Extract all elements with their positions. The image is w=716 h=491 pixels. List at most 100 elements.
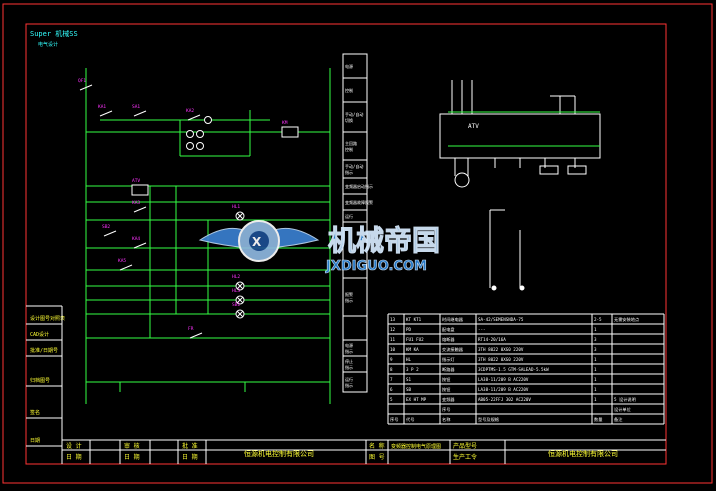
parts-table-cell: 无需安装地点 [614,316,639,323]
parts-table-cell: SA-42/SEMENSNDA-75 [478,317,524,322]
parts-table-cell: 5 [390,397,393,402]
contact-symbol [133,110,147,117]
tb-designer-label: 设 计 [66,442,82,450]
component-label: HL3 [232,288,240,294]
parts-table-cell: 12 [390,327,396,332]
inner-frame [25,23,667,465]
panel-function-label: 指示 [345,348,353,354]
parts-table-cell: 按钮 [442,376,450,383]
panel-function-label: 电源 [345,63,353,69]
panel-function-label: 运行 [345,376,353,382]
tb-approver-label: 批 准 [182,442,198,450]
parts-table-cell: 熔断器 [442,336,455,343]
parts-table-cell: 序号 [442,406,450,413]
contact-symbol [133,242,147,249]
parts-table-cell: 8 [390,367,393,372]
panel-function-label: 指示 [345,364,353,370]
parts-table-cell: 3 [594,347,597,352]
component-label: KA3 [132,200,140,206]
parts-table-cell: 1 [594,397,597,402]
tb-company-right: 恒源机电控制有限公司 [548,449,618,458]
parts-table-cell: FU1 FU2 [406,337,424,342]
panel-function-label: 运行 [345,213,353,219]
parts-table-cell: 3TH 8022 0XG0 220V [478,347,524,352]
parts-table-cell: AB05-22FFJ 302 AC220V [478,397,531,402]
title-block: 设 计 审 核 批 准 日 期 日 期 日 期 恒源机电控制有限公司 名 称 变… [61,439,666,464]
parts-table-cell: 数量 [594,416,602,423]
parts-table-cell: 7 [390,377,393,382]
parts-table-cell: 3 [594,337,597,342]
contact-symbol [133,206,147,213]
component-label: HL1 [232,204,240,210]
atv-label: ATV [468,123,479,130]
parts-table-cell: 时间继电器 [442,316,464,323]
component-label: SB1 [232,302,240,308]
left-strip-label: 批准/日期号 [30,347,58,354]
panel-function-label: 手动/自动 [345,163,363,169]
component-label: KA5 [118,258,126,264]
control-function-column: 电源控制手动/自动切换主回路控制手动/自动指示变频器启动指示变频器故障报警运行报… [342,53,373,393]
left-strip-label: 日期 [30,438,40,444]
component-label: FR [188,326,194,332]
panel-function-label: 主回路 [345,140,357,146]
parts-table-cell: KT KT1 [406,317,422,322]
tb-date-label-2: 日 期 [124,453,140,461]
parts-table-cell: 11 [390,337,396,342]
tb-production-label: 生产工令 [453,453,477,461]
parts-table-cell: S1 [406,377,412,382]
panel-function-label: 指示 [345,297,353,303]
component-label: SA1 [132,104,140,110]
parts-table-cell: 10 [390,347,396,352]
panel-function-label: 手动/自动 [345,111,363,117]
panel-function-label: 变频器故障报警 [345,199,373,205]
parts-table-cell: 型号及规格 [478,416,500,423]
parts-table-cell: 设计单位 [614,406,631,413]
panel-function-label: 切换 [345,117,353,123]
parts-table-cell: 1 [594,377,597,382]
left-strip-label: 归档图号 [30,377,50,384]
contact-symbol [187,114,201,121]
panel-function-label: 指示 [345,169,353,175]
tb-drawing-name: 变频器控制电气原理图 [391,443,441,450]
contact-symbol [79,84,93,91]
parts-table-cell: 配电盘 [442,326,455,333]
panel-function-label: 变频器启动指示 [345,183,373,189]
tb-product-label: 产品型号 [453,442,477,450]
parts-table-cell: 3 P 2 [406,367,419,372]
component-label: SB2 [102,224,110,230]
tb-reviewer-label: 审 核 [124,442,140,450]
parts-table-cell: 5 设计说明 [614,396,636,403]
logo-subtext: 电气设计 [38,41,58,48]
panel-function-label: 控制 [345,87,353,93]
parts-table-cell: 序号 [390,416,398,423]
parts-table-cell: LA38-11/209 B AC220V [478,377,529,382]
panel-function-label: 控制 [345,146,353,152]
parts-table-cell: PD [406,327,412,332]
component-label: ATV [132,178,140,184]
contact-symbol [189,332,203,339]
parts-table-cell: 交流接触器 [442,346,464,353]
tb-date-label-1: 日 期 [66,453,82,461]
logo-text: Super 机械SS [30,29,78,38]
left-strip-label: 签名 [30,409,40,416]
contact-symbol [103,230,117,237]
panel-function-label: 报警 [345,291,353,297]
left-strip-label: CAD设计 [30,331,49,338]
parts-table-cell: 变频器 [442,396,455,403]
panel-function-label: 指示 [345,382,353,388]
tb-company-left: 恒源机电控制有限公司 [244,449,314,458]
watermark-cn: 机械帝国 [328,224,440,257]
component-label: HL2 [232,274,240,280]
parts-table-cell: --- [478,327,486,332]
contact-symbol [119,264,133,271]
parts-table-cell: 13 [390,317,396,322]
parts-table-cell: 2-5 [594,317,602,322]
parts-table-cell: 1 [594,387,597,392]
contact-symbol [99,110,113,117]
parts-table-cell: LA38-11/209 B AC220V [478,387,529,392]
